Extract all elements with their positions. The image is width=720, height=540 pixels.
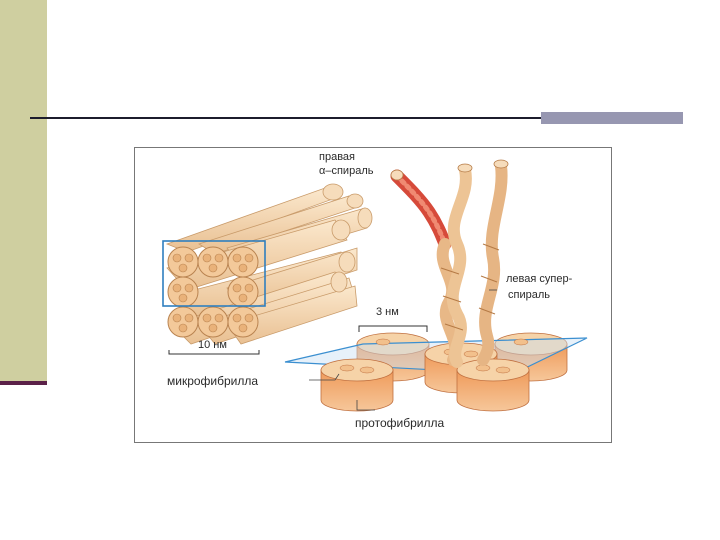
label-right-helix-line2: α–спираль — [319, 165, 374, 177]
slide-left-band — [0, 0, 47, 383]
slide-title-rule-accent — [541, 112, 683, 124]
slide-title-rule — [30, 117, 542, 119]
keratin-diagram-svg: правая α–спираль левая супер- спираль 3 … — [135, 148, 613, 444]
label-protofibril: протофибрилла — [355, 416, 444, 430]
label-dim-3nm: 3 нм — [376, 306, 399, 318]
alpha-helix-strand — [397, 176, 445, 244]
microfibril-bundle — [163, 184, 372, 354]
dim-3nm-bracket — [359, 326, 427, 332]
protofibril-assembly — [285, 326, 587, 411]
helix-strand-c — [483, 166, 502, 360]
label-left-superhelix-line1: левая супер- — [506, 273, 573, 285]
coiled-coil-helices — [391, 160, 508, 362]
keratin-structure-figure: правая α–спираль левая супер- спираль 3 … — [134, 147, 612, 443]
label-dim-10nm: 10 нм — [198, 339, 227, 351]
label-right-helix-line1: правая — [319, 151, 355, 163]
slide-left-band-line — [0, 381, 47, 385]
label-left-superhelix-line2: спираль — [508, 289, 550, 301]
label-microfibril: микрофибрилла — [167, 374, 258, 388]
helix-strand-b — [453, 170, 466, 362]
